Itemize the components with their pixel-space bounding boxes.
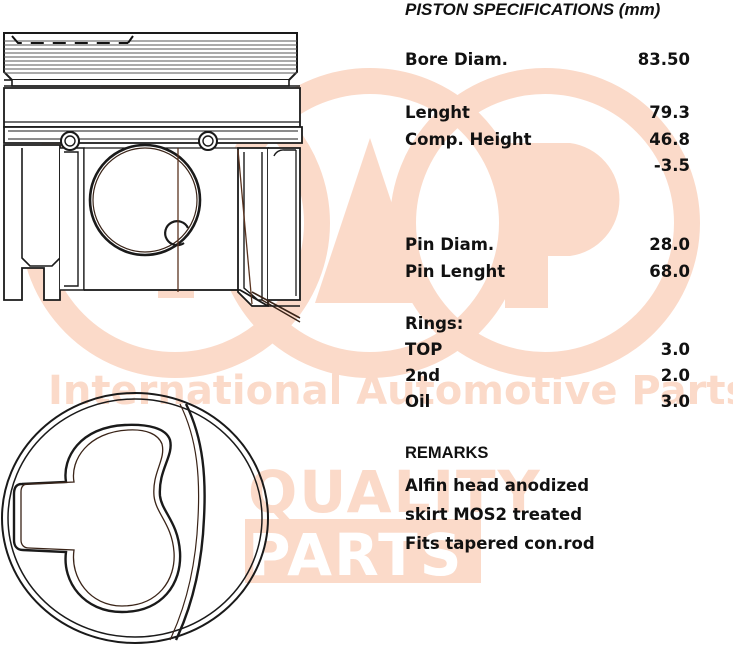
spec-value: 68.0 (649, 262, 690, 281)
bottom-pocket-profile-inner (20, 429, 175, 607)
pin-boss-left-wall (60, 147, 85, 291)
remarks-line-1: Alfin head anodized (405, 476, 590, 495)
spec-value: 46.8 (649, 130, 690, 149)
skirt-right-section (268, 147, 301, 301)
crown-bowl-dashed (11, 35, 128, 44)
spec-value: 83.50 (637, 50, 690, 69)
oil-ring-groove (3, 126, 303, 144)
spec-value: 79.3 (649, 103, 690, 122)
spec-row-lenght: Lenght 79.3 (395, 103, 705, 125)
spec-row-ring-top: TOP 3.0 (395, 340, 705, 362)
specifications-panel: PISTON SPECIFICATIONS (mm) Bore Diam. 83… (395, 0, 733, 600)
spec-row-pin-diam: Pin Diam. 28.0 (395, 235, 705, 257)
ring-groove-1 (11, 80, 290, 87)
ring-land-2 (3, 87, 301, 128)
skirt-bottom-taper-b (261, 299, 301, 323)
piston-side-section-view (3, 32, 303, 323)
bottom-pocket-profile (12, 423, 182, 614)
spec-label: Oil (405, 392, 431, 411)
spec-value: 3.0 (660, 392, 690, 411)
spec-title: PISTON SPECIFICATIONS (mm) (405, 0, 661, 19)
bottom-inner-circle (7, 398, 263, 638)
spec-value: -3.5 (653, 156, 690, 175)
bottom-outer-circle (1, 392, 269, 644)
spec-value: 2.0 (660, 366, 690, 385)
spec-label: Rings: (405, 314, 464, 333)
oil-drain-hole-right-inner (202, 135, 214, 147)
crown-bowl-edge (127, 35, 134, 44)
remarks-heading: REMARKS (405, 444, 489, 462)
pin-bore (88, 143, 202, 257)
bottom-center-wall-inner (169, 403, 200, 641)
spec-row-rings-heading: Rings: (395, 314, 705, 336)
spec-row-crown-offset: -3.5 (395, 156, 705, 178)
piston-bottom-view (1, 392, 269, 644)
remarks-line-3: Fits tapered con.rod (405, 534, 595, 553)
spec-row-ring-2nd: 2nd 2.0 (395, 366, 705, 388)
spec-value: 28.0 (649, 235, 690, 254)
skirt-left-section (3, 144, 61, 301)
spec-row-pin-lenght: Pin Lenght 68.0 (395, 262, 705, 284)
spec-row-comp-height: Comp. Height 46.8 (395, 130, 705, 152)
remarks-line-2: skirt MOS2 treated (405, 505, 583, 524)
spec-value: 3.0 (660, 340, 690, 359)
spec-row-ring-oil: Oil 3.0 (395, 392, 705, 414)
bottom-center-wall (174, 403, 206, 641)
spec-row-bore-diam: Bore Diam. 83.50 (395, 50, 705, 72)
spec-label: Bore Diam. (405, 50, 508, 69)
pin-boss-right-wall (237, 147, 269, 307)
oil-drain-hole-left-inner (64, 135, 76, 147)
